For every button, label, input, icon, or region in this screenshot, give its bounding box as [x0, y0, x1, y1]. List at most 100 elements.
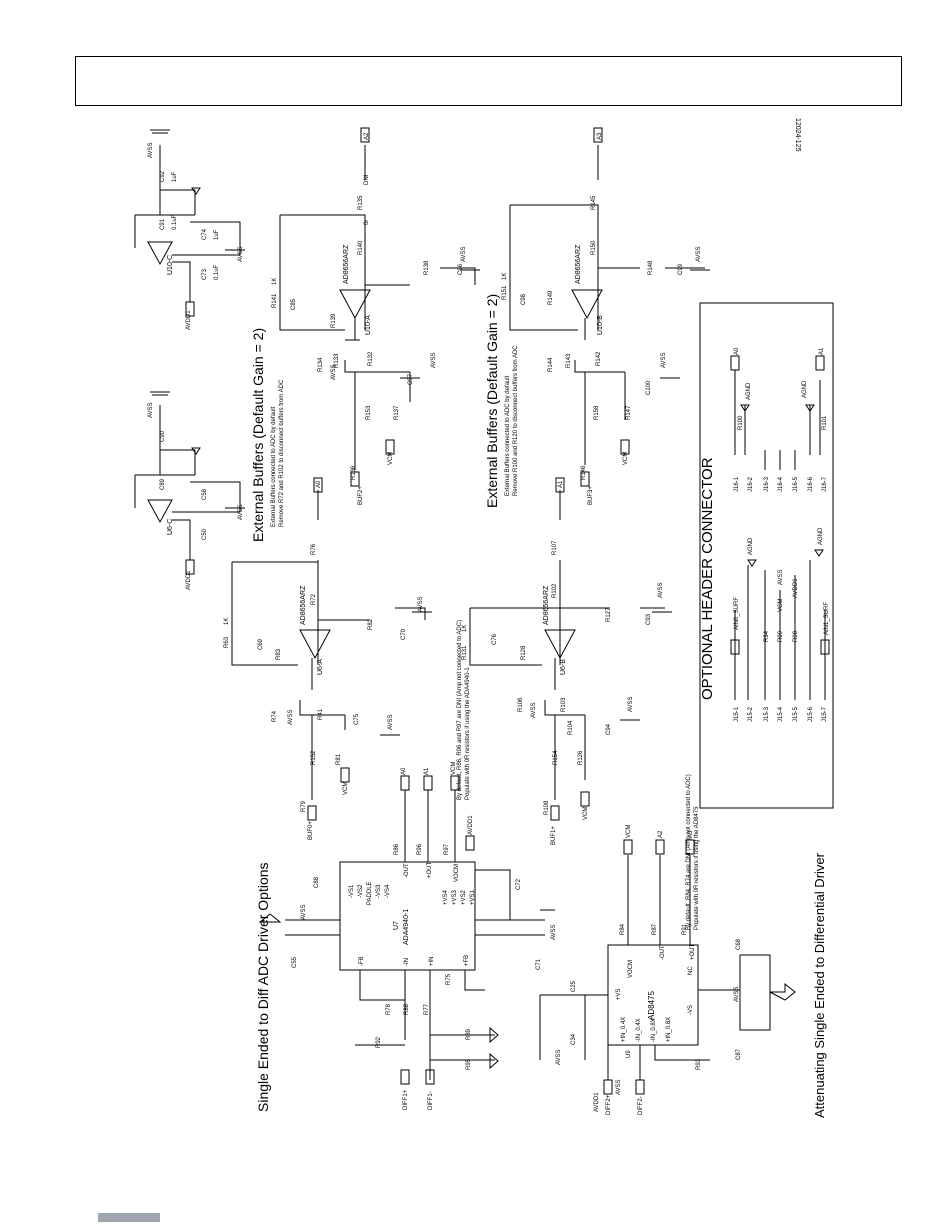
- u7-pin-outp: +OUT: [427, 861, 433, 878]
- net-avdd1-2: AVDD1: [186, 570, 192, 590]
- r128-label: R128: [521, 645, 527, 660]
- u6a-buffer-block: A0 AD8656ARZ U6-A R76 R72 R63 R83 R82 C7…: [224, 477, 432, 840]
- ad8475-note1: By default, R84, R74 are DNI (Amp not co…: [686, 774, 692, 930]
- u9-pin-vocm: VOCM: [628, 960, 634, 978]
- header-a0: A0: [734, 347, 740, 355]
- u7-net-a0: A0: [401, 767, 407, 775]
- u6a-symbol: [299, 629, 331, 660]
- net-vcm-2: VCM: [623, 452, 629, 465]
- r143-label: R143: [566, 353, 572, 368]
- header-avdd1: AVDD1: [793, 578, 799, 598]
- header-j16: J16-1 J16-2 J16-3 J16-4 J16-5 J16-6 J16-…: [730, 347, 828, 492]
- u7-label: U7: [393, 921, 400, 930]
- u9-label: U9: [626, 1050, 632, 1058]
- net-buf2: BUF2+: [358, 486, 364, 505]
- r86-label: R86: [394, 843, 400, 855]
- val-0r-1: 0r: [364, 220, 370, 225]
- net-avss-14: AVSS: [531, 702, 537, 718]
- j15-6: J15-6: [808, 706, 814, 722]
- optional-header-box: [699, 302, 834, 809]
- u9-pin-outp: +OUT: [690, 943, 696, 960]
- u7-pin-pvs4: +VS4: [443, 889, 449, 905]
- u10a-part: AD8656ARZ: [343, 244, 350, 284]
- j15-4: J15-4: [778, 706, 784, 722]
- r146-label: R146: [581, 465, 587, 480]
- u7-pin-fbm: -FB: [359, 956, 365, 966]
- u7-ada4940-block: U7 ADA4940-1 -VS1 -VS2 PADDLE -VS3 -VS4 …: [258, 762, 557, 1110]
- r133-label: R133: [334, 353, 340, 368]
- u10a-buffer-block: A2 AD8656ARZ U10-A R135 R140 R141 R139 R…: [272, 127, 480, 505]
- r96-label: R96: [417, 843, 423, 855]
- r91-label: R91: [682, 923, 688, 935]
- ada4940-note2: Populate with 0R resistors if using the …: [465, 667, 471, 800]
- u9-pin-outm: -OUT: [660, 945, 666, 960]
- c96-label: C96: [458, 263, 464, 275]
- r97-label: R97: [444, 843, 450, 855]
- r141-label: R141: [272, 293, 278, 308]
- net-avss-7: AVSS: [331, 364, 337, 380]
- ada4940-note1: By default, R86, R96 and R97 are DNI (Am…: [457, 620, 463, 800]
- j16-1: J16-1: [734, 476, 740, 492]
- c68-label: C68: [736, 938, 742, 950]
- figure-id: 12024-125: [794, 118, 801, 152]
- r98-label: R98: [793, 630, 799, 642]
- u9-pin-in08p: +IN_0.8X: [666, 1017, 672, 1042]
- r99-label: R99: [778, 630, 784, 642]
- u9-net-avdd1: AVDD1: [594, 1092, 600, 1112]
- r100-label: R100: [738, 415, 744, 430]
- r158-label: R158: [594, 405, 600, 420]
- u7-pin-fbp: +FB: [464, 955, 470, 966]
- header-vcm: VCM: [778, 599, 784, 612]
- r92-label: R92: [376, 1036, 382, 1048]
- net-avss-12: AVSS: [388, 714, 394, 730]
- net-vcm-1: VCM: [388, 452, 394, 465]
- r147-label: R147: [626, 405, 632, 420]
- net-vcm-4: VCM: [583, 807, 589, 820]
- u9-pin-vsp: +VS: [616, 988, 622, 1000]
- u10b-label: U10-B: [597, 315, 604, 335]
- header-j15: J15-1 J15-2 J15-3 J15-4 J15-5 J15-6 J15-…: [730, 527, 830, 722]
- r148-label: R148: [648, 260, 654, 275]
- header-agnd-4: AGND: [818, 527, 824, 545]
- r77-label: R77: [424, 1003, 430, 1015]
- u7-pin-pvs2: +VS2: [461, 889, 467, 905]
- val-1k-3: 1K: [224, 618, 230, 625]
- net-diff1m: DIFF1-: [428, 1091, 434, 1110]
- u6b-label: U6-B: [560, 659, 567, 675]
- r150-label: R150: [591, 240, 597, 255]
- u9-net-a3: A3: [688, 830, 694, 838]
- val-dni-1: DNI: [364, 174, 370, 185]
- r149-label: R149: [548, 290, 554, 305]
- u7-net-avss-2: AVSS: [551, 924, 557, 940]
- u9-pin-vsm: -VS: [688, 1005, 694, 1015]
- j16-4: J16-4: [778, 476, 784, 492]
- u9-net-avss-2: AVSS: [616, 1079, 622, 1095]
- r63-label: R63: [224, 636, 230, 648]
- net-avss-13: AVSS: [658, 582, 664, 598]
- c93-label: C93: [646, 613, 652, 625]
- u7-net-vcm: VCM: [451, 762, 457, 775]
- c87-label: C87: [736, 1048, 742, 1060]
- u7-net-a1: A1: [424, 767, 430, 775]
- r88-label: R88: [404, 1003, 410, 1015]
- net-avss-4: AVSS: [238, 504, 244, 520]
- net-avss-6: AVSS: [431, 352, 437, 368]
- r74-label: R74: [272, 710, 278, 722]
- r81-label: R81: [336, 753, 342, 765]
- header-ain1: AIN1_SURF: [824, 602, 830, 635]
- net-avss-3: AVSS: [148, 402, 154, 418]
- title-attenuating: Attenuating Single Ended to Differential…: [812, 852, 827, 1118]
- u7-pin-inp: +IN: [429, 956, 435, 966]
- c97-label: C97: [408, 373, 414, 385]
- u10b-part: AD8656ARZ: [575, 244, 582, 284]
- r94-label: R94: [764, 630, 770, 642]
- ad8475-note2: Populate with 0R resistors if using the …: [694, 806, 700, 930]
- net-buf0: BUF0+: [308, 821, 314, 840]
- r103-label: R103: [561, 697, 567, 712]
- page-footer-bar: [98, 1213, 160, 1222]
- r154-label: R154: [553, 750, 559, 765]
- r135-label: R135: [358, 195, 364, 210]
- r107-label: R107: [552, 540, 558, 555]
- r106-label: R106: [518, 697, 524, 712]
- val-1k-4: 1K: [462, 625, 468, 632]
